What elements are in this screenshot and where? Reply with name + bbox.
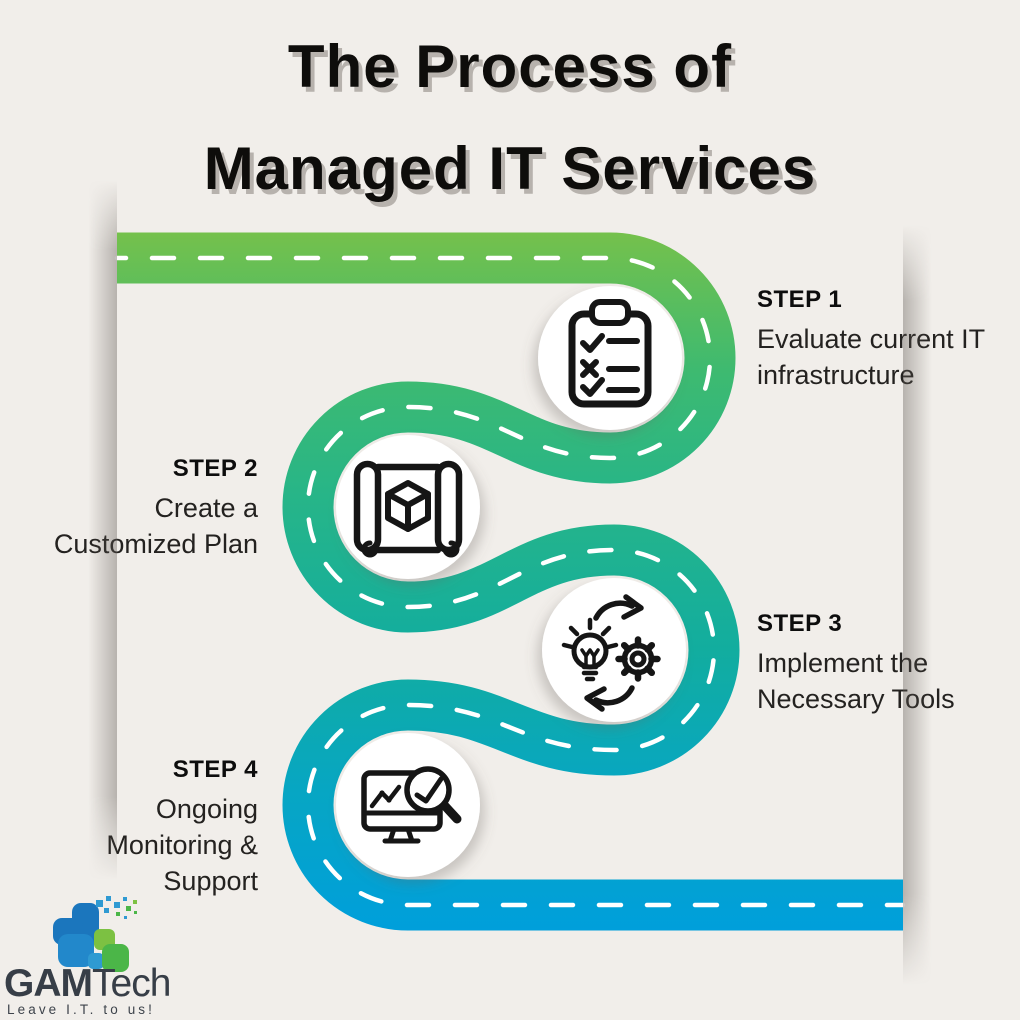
step4-line-3: Support <box>163 866 258 896</box>
step4-text-block: STEP 4 Ongoing Monitoring & Support <box>18 756 258 899</box>
step2-text-block: STEP 2 Create a Customized Plan <box>18 455 258 562</box>
idea-implementation-icon <box>561 594 661 712</box>
pixel-dissolve-dots <box>96 896 137 919</box>
step4-line-1: Ongoing <box>155 794 258 824</box>
lightbulb-icon <box>561 617 619 682</box>
title-line-2: Managed IT Services <box>203 135 817 202</box>
step3-label: STEP 3 <box>757 610 843 637</box>
gear-icon <box>615 636 661 682</box>
step1-line-2: infrastructure <box>757 360 915 390</box>
monitoring-magnifier-icon <box>361 766 462 844</box>
logo-gam: GAM <box>4 962 93 1005</box>
logo-tech: Tech <box>92 962 171 1005</box>
magnifier-icon <box>404 766 462 824</box>
road-center-dashes <box>114 255 906 908</box>
logo-tagline: Leave I.T. to us! <box>7 1002 156 1017</box>
cycle-arrow-bottom <box>584 685 635 712</box>
gamtech-logo-mark <box>53 896 137 972</box>
step1-text-block: STEP 1 Evaluate current IT infrastructur… <box>757 286 1007 393</box>
step2-line-2: Customized Plan <box>53 529 258 559</box>
step2-line-1: Create a <box>154 493 258 523</box>
clipboard-checklist-icon <box>568 299 652 408</box>
gamtech-wordmark: GAMTech <box>4 962 171 1006</box>
page-title: The Process of Managed IT Services <box>0 16 1020 220</box>
step3-line-1: Implement the <box>757 648 929 678</box>
cycle-arrow-top <box>593 594 644 621</box>
step4-line-2: Monitoring & <box>106 830 258 860</box>
step3-line-2: Necessary Tools <box>757 684 955 714</box>
title-line-1: The Process of <box>287 33 733 100</box>
step3-circle <box>542 578 686 722</box>
step1-line-1: Evaluate current IT <box>757 324 986 354</box>
step4-circle <box>336 733 480 877</box>
step2-label: STEP 2 <box>172 455 258 482</box>
step1-label: STEP 1 <box>757 286 843 313</box>
blueprint-plan-icon <box>353 460 463 558</box>
step4-label: STEP 4 <box>172 756 258 783</box>
step3-text-block: STEP 3 Implement the Necessary Tools <box>757 610 1007 717</box>
